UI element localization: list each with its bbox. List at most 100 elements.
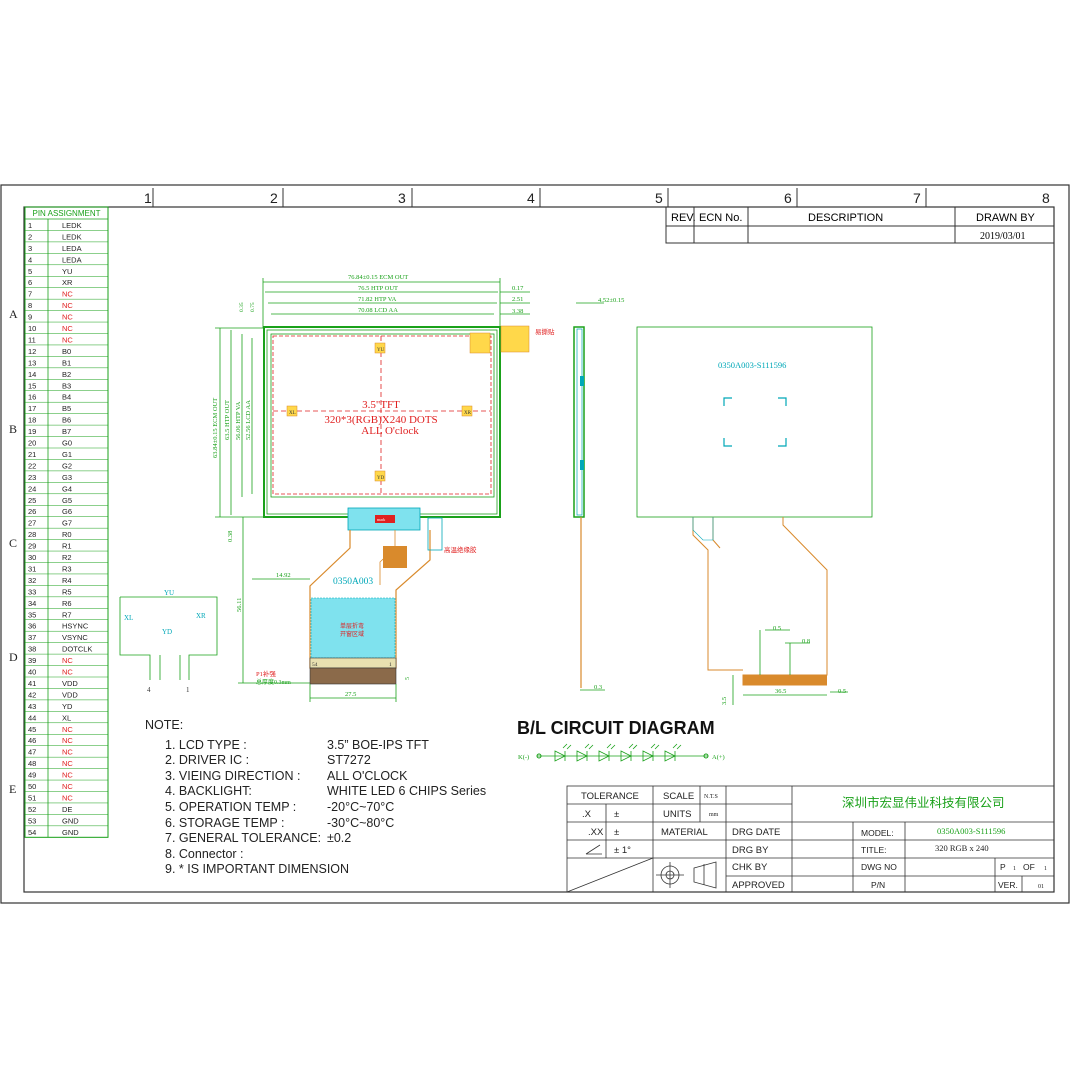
pin-number: 5 <box>28 267 32 276</box>
led-diode-icon <box>620 743 638 762</box>
tb-ver-val: 01 <box>1038 884 1044 890</box>
fpc-model-label: 0350A003 <box>333 577 373 587</box>
pin-number: 44 <box>28 713 36 722</box>
panel-size-text: 3.5"TFT <box>362 399 400 411</box>
dim-56-11: 56.11 <box>236 598 243 612</box>
tb-material: MATERIAL <box>661 827 708 838</box>
note-key: 6. STORAGE TEMP : <box>165 815 285 830</box>
pin-table-header: PIN ASSIGNMENT <box>32 209 100 218</box>
rev-header: REV. <box>671 212 696 224</box>
tb-model-label: MODEL: <box>861 828 894 838</box>
pin-number: 34 <box>28 599 36 608</box>
back-dim-36-5: 36.5 <box>775 688 786 695</box>
pin-signal: G6 <box>62 507 72 516</box>
backlight-led-chain <box>554 743 682 762</box>
side-view: 4.52±0.15 0.3 <box>573 297 624 691</box>
pin-number: 53 <box>28 816 36 825</box>
tb-ver: VER. <box>998 880 1018 890</box>
tb-units: UNITS <box>663 809 692 820</box>
back-model-label: 0350A003-S111596 <box>718 360 786 370</box>
led-diode-icon <box>664 743 682 762</box>
touch-pin-4: 4 <box>147 686 151 694</box>
tb-angle-pm: ± 1° <box>614 845 631 856</box>
pin-signal: NC <box>62 793 73 802</box>
pin-number: 19 <box>28 427 36 436</box>
pin-signal: G3 <box>62 473 72 482</box>
pin-signal: B3 <box>62 381 71 390</box>
dim-ecm-height: 63.84±0.15 ECM OUT <box>212 398 219 458</box>
pin-signal: NC <box>62 725 73 734</box>
pin-signal: LEDK <box>62 221 82 230</box>
column-number: 2 <box>270 190 278 206</box>
pin-signal: VDD <box>62 690 78 699</box>
title-block <box>566 785 1055 893</box>
column-number: 7 <box>913 190 921 206</box>
pin-signal: G1 <box>62 450 72 459</box>
touch-label-yd: YD <box>162 628 172 636</box>
pin-signal: B5 <box>62 404 71 413</box>
touch-schematic: YU XL YD XR 4 1 <box>119 589 218 694</box>
pin-signal: LEDA <box>62 255 82 264</box>
pin-number: 9 <box>28 313 32 322</box>
note-item: 2. DRIVER IC :ST7272 <box>165 753 525 769</box>
pin-signal: VDD <box>62 679 78 688</box>
dim-fpc-thickness: 0.3 <box>594 684 602 691</box>
pin-number: 54 <box>28 828 36 837</box>
note-key: 9. * IS IMPORTANT DIMENSION <box>165 862 350 877</box>
point-xl: XL <box>289 411 296 416</box>
tb-pn: P/N <box>871 880 885 890</box>
title-block-text: TOLERANCE SCALE N.T.S UNITS mm MATERIAL … <box>581 791 1047 891</box>
note-key: 1. LCD TYPE : <box>165 737 247 752</box>
dim-right-0: 0.17 <box>512 285 524 292</box>
dim-htp-height: 63.5 HTP OUT <box>224 400 231 440</box>
pin-number: 39 <box>28 656 36 665</box>
touch-label-yu: YU <box>164 589 174 597</box>
pin-signal: R1 <box>62 542 72 551</box>
row-letter: B <box>9 422 17 436</box>
pin-number: 20 <box>28 439 36 448</box>
pin-signal: NC <box>62 290 73 299</box>
pin-number: 10 <box>28 324 36 333</box>
pin-number: 46 <box>28 736 36 745</box>
pin-signal: R0 <box>62 530 72 539</box>
pin-signal: R6 <box>62 599 72 608</box>
pin-signal: NC <box>62 324 73 333</box>
pin-signal: NC <box>62 301 73 310</box>
stiffener-note-1: 单层折弯 <box>340 622 364 630</box>
dim-small-0: 0.35 <box>239 302 245 312</box>
pin-number: 52 <box>28 805 36 814</box>
pin-number: 22 <box>28 461 36 470</box>
pin-signal: DE <box>62 805 72 814</box>
pin-signal: NC <box>62 748 73 757</box>
description-header: DESCRIPTION <box>808 212 883 224</box>
front-view: 76.84±0.15 ECM OUT 76.5 HTP OUT 71.82 HT… <box>212 274 555 702</box>
note-value: WHITE LED 6 CHIPS Series <box>327 784 487 799</box>
pin-number: 48 <box>28 759 36 768</box>
pin-number: 37 <box>28 633 36 642</box>
tb-page: P <box>1000 862 1006 872</box>
pin-signal: LEDK <box>62 232 82 241</box>
tb-units-val: mm <box>709 812 719 818</box>
pin-number: 36 <box>28 622 36 631</box>
dim-right-2: 3.38 <box>512 308 523 315</box>
tb-tolerance: TOLERANCE <box>581 791 639 802</box>
dim-27-5: 27.5 <box>345 691 356 698</box>
row-letters: A B C D E <box>9 307 18 796</box>
column-number: 4 <box>527 190 535 206</box>
note-item: 3. VIEING DIRECTION : ALL O'CLOCK <box>165 769 525 785</box>
note-item: 4. BACKLIGHT:WHITE LED 6 CHIPS Series <box>165 784 525 800</box>
note-item: 1. LCD TYPE :3.5” BOE-IPS TFT <box>165 738 525 754</box>
pin-signal: B7 <box>62 427 71 436</box>
label-fpc-mark: mark <box>377 517 385 522</box>
column-number: 6 <box>784 190 792 206</box>
pin-signal: NC <box>62 771 73 780</box>
bl-a-label: A(+) <box>712 754 725 761</box>
note-key: 5. OPERATION TEMP : <box>165 799 297 814</box>
fpc-pin-1: 1 <box>389 662 392 668</box>
pin-signal: XL <box>62 713 71 722</box>
pin-signal: B6 <box>62 416 71 425</box>
tb-of-val: 1 <box>1044 866 1047 872</box>
dim-lcd-aa-height: 52.56 LCD AA <box>245 400 252 440</box>
pin-number: 11 <box>28 335 36 344</box>
